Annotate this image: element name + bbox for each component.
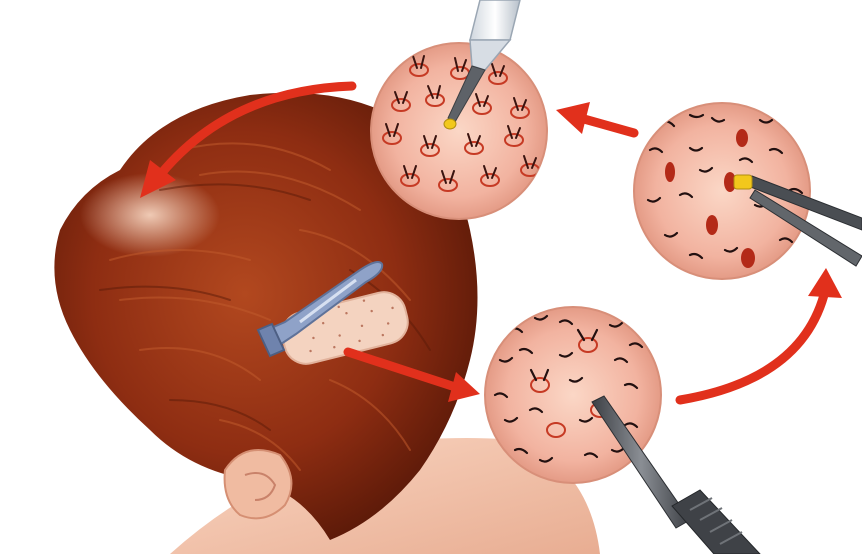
arrow-preparation-to-implantation xyxy=(556,102,634,134)
punch-tool-icon xyxy=(592,396,760,554)
arrow-extraction-to-preparation xyxy=(680,268,842,400)
stage-graft-implantation xyxy=(371,0,547,219)
stage-graft-preparation xyxy=(634,103,862,279)
ear xyxy=(225,450,292,518)
